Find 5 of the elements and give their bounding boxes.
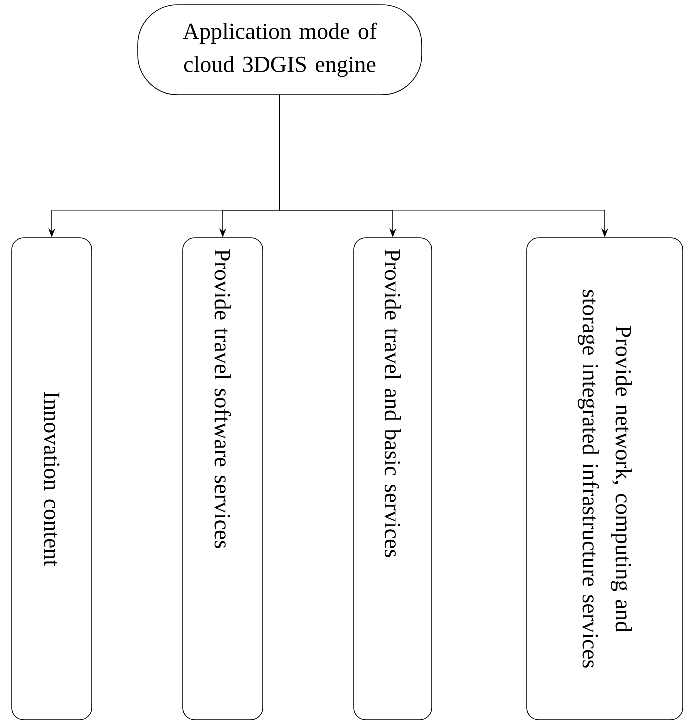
service-box: Provide travel software services: [182, 238, 264, 720]
service-box: Provide travel and basic services: [354, 238, 432, 720]
service-box: Innovation content: [12, 238, 92, 720]
service-box: Provide network, computing and storage integrated infrastructure services: [526, 238, 684, 720]
title-box: Application mode of cloud 3DGIS engine: [138, 4, 422, 96]
